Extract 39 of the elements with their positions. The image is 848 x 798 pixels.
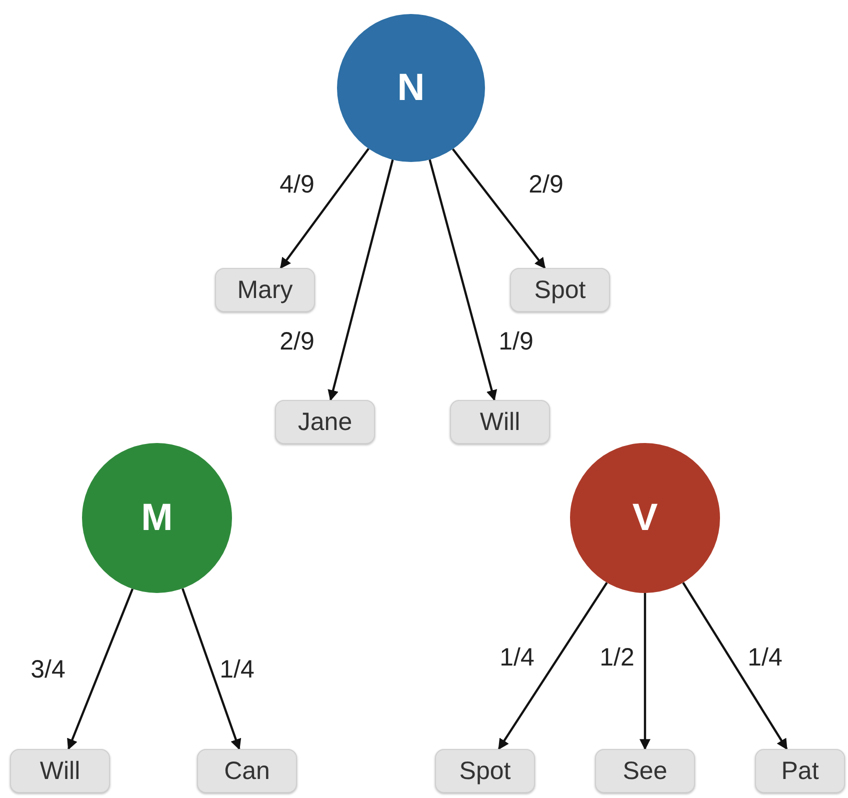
edge-label: 1/4 <box>220 656 254 684</box>
word-label: See <box>622 756 668 786</box>
arrow <box>328 159 394 402</box>
edge-label: 1/9 <box>498 328 534 356</box>
word-label: Can <box>224 756 270 786</box>
arrow <box>498 582 608 750</box>
word-label: Pat <box>781 756 819 786</box>
word-box <box>197 749 297 793</box>
word-box <box>755 749 845 793</box>
word-box <box>275 400 375 444</box>
word-label: Will <box>40 756 80 786</box>
edge-label: 2/9 <box>528 170 564 200</box>
word-box <box>510 268 610 312</box>
word-label: Spot <box>459 756 511 786</box>
arrow <box>640 593 650 750</box>
word-label: Spot <box>534 276 586 304</box>
word-label: Mary <box>237 276 293 304</box>
word-box <box>215 268 315 312</box>
arrow <box>452 148 546 269</box>
word-label: Jane <box>298 408 352 436</box>
word-box <box>10 749 110 793</box>
word-box <box>450 400 550 444</box>
circle-label: M <box>141 496 173 540</box>
circle-label: N <box>397 66 425 110</box>
edge-label: 1/2 <box>600 644 634 672</box>
arrow <box>428 159 498 402</box>
edge-label: 2/9 <box>280 328 314 356</box>
arrow <box>682 582 788 750</box>
arrow <box>67 588 134 750</box>
arrow <box>182 588 242 750</box>
word-box <box>435 749 535 793</box>
word-box <box>595 749 695 793</box>
edge-label: 3/4 <box>30 656 66 684</box>
circle-label: V <box>632 496 658 540</box>
edge-label: 4/9 <box>280 170 314 200</box>
edge-label: 1/4 <box>500 644 534 672</box>
word-label: Will <box>480 408 520 436</box>
arrow <box>280 148 370 269</box>
edge-label: 1/4 <box>748 644 782 672</box>
